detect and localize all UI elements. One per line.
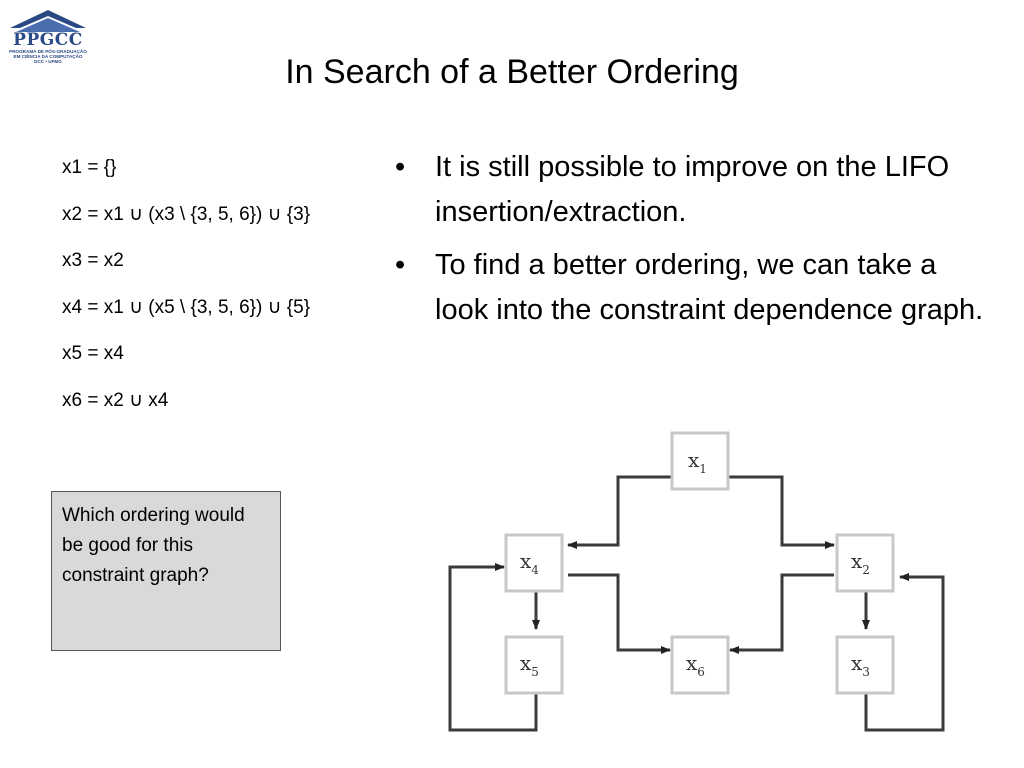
bullet-icon: • bbox=[395, 151, 406, 183]
node-x3: x3 bbox=[835, 635, 895, 695]
equation-item: x3 = x2 bbox=[62, 250, 124, 271]
svg-text:x3: x3 bbox=[851, 651, 870, 679]
node-x6: x6 bbox=[670, 635, 730, 695]
node-x6-subscript: 6 bbox=[697, 665, 705, 679]
bullet-item: • To find a better ordering, we can take… bbox=[395, 243, 995, 333]
logo-subtitle-line: PROGRAMA DE PÓS-GRADUAÇÃO bbox=[9, 49, 87, 54]
svg-text:x2: x2 bbox=[851, 549, 870, 577]
equation-item: x4 = x1 ∪ (x5 \ {3, 5, 6}) ∪ {5} bbox=[62, 296, 311, 318]
equation-item: x2 = x1 ∪ (x3 \ {3, 5, 6}) ∪ {3} bbox=[62, 203, 311, 225]
question-box: Which ordering would be good for this co… bbox=[51, 491, 281, 651]
node-x1-base: x bbox=[688, 448, 700, 472]
node-x5: x5 bbox=[504, 635, 564, 695]
svg-text:x1: x1 bbox=[688, 448, 707, 476]
bullet-text: It is still possible to improve on the L… bbox=[435, 151, 950, 228]
equation-item: x5 = x4 bbox=[62, 343, 124, 364]
edge-x5-x4 bbox=[448, 563, 538, 732]
edge-x1-x2 bbox=[728, 475, 835, 549]
node-x6-base: x bbox=[686, 651, 698, 675]
equation-item: x1 = {} bbox=[62, 157, 117, 178]
svg-text:x4: x4 bbox=[520, 549, 539, 577]
equation-item: x6 = x2 ∪ x4 bbox=[62, 389, 169, 411]
logo-name: PPGCC bbox=[13, 30, 83, 50]
equation-list: x1 = {} x2 = x1 ∪ (x3 \ {3, 5, 6}) ∪ {3}… bbox=[62, 156, 310, 435]
edge-x3-x2 bbox=[864, 573, 945, 732]
slide-title: In Search of a Better Ordering bbox=[285, 53, 739, 91]
node-x1-subscript: 1 bbox=[699, 462, 707, 476]
node-x4-base: x bbox=[520, 549, 532, 573]
node-x1: x1 bbox=[670, 431, 730, 491]
bullet-item: • It is still possible to improve on the… bbox=[395, 145, 995, 235]
node-x5-subscript: 5 bbox=[531, 665, 539, 679]
constraint-dependence-graph: x1 x4 x2 x5 x6 x3 bbox=[448, 431, 945, 732]
edge-x1-x4 bbox=[567, 475, 672, 549]
node-x2-subscript: 2 bbox=[862, 563, 870, 577]
edge-x2-x6 bbox=[729, 573, 834, 654]
node-x3-base: x bbox=[851, 651, 863, 675]
node-x2: x2 bbox=[835, 533, 895, 593]
node-x5-base: x bbox=[520, 651, 532, 675]
ppgcc-logo: PPGCC PROGRAMA DE PÓS-GRADUAÇÃO EM CIÊNC… bbox=[6, 6, 90, 66]
svg-text:x5: x5 bbox=[520, 651, 539, 679]
edge-x4-x6 bbox=[568, 573, 671, 654]
logo-emblem-icon bbox=[10, 10, 86, 32]
node-x2-base: x bbox=[851, 549, 863, 573]
bullet-text: To find a better ordering, we can take a… bbox=[435, 249, 984, 326]
node-x3-subscript: 3 bbox=[862, 665, 870, 679]
node-x4-subscript: 4 bbox=[531, 563, 539, 577]
node-x4: x4 bbox=[504, 533, 564, 593]
bullet-list: • It is still possible to improve on the… bbox=[395, 145, 995, 341]
bullet-icon: • bbox=[395, 249, 406, 281]
logo-subtitle-line: EM CIÊNCIA DA COMPUTAÇÃO bbox=[13, 54, 83, 59]
logo-subtitle-line: DCC • UFMG bbox=[34, 59, 62, 64]
svg-text:x6: x6 bbox=[686, 651, 705, 679]
